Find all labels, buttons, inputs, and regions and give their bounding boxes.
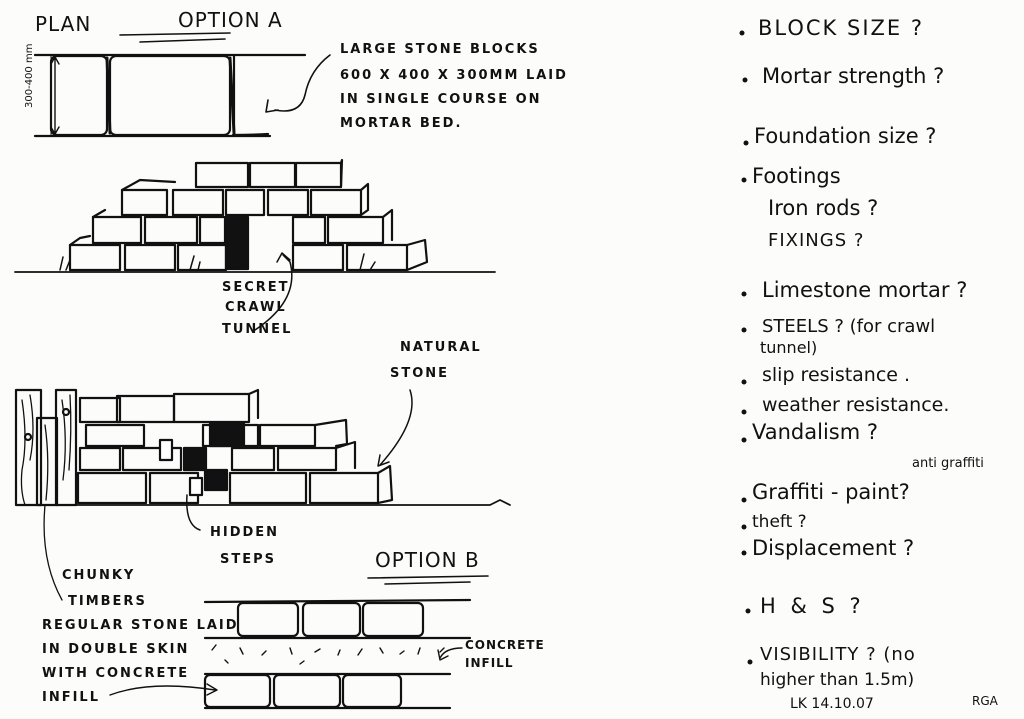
question-item: tunnel) bbox=[760, 338, 818, 357]
plan-label: PLAN bbox=[35, 12, 92, 36]
timber-posts bbox=[14, 388, 78, 507]
question-item: VISIBILITY ? (no bbox=[760, 644, 916, 665]
question-item: Iron rods ? bbox=[768, 196, 879, 220]
option-b-wall bbox=[75, 388, 511, 506]
option-b-title: OPTION B bbox=[375, 548, 480, 572]
timbers-label: TIMBERS bbox=[68, 594, 147, 609]
option-b-note-line: IN DOUBLE SKIN bbox=[42, 642, 190, 657]
plan-b-blocks bbox=[203, 598, 472, 710]
question-item: Mortar strength ? bbox=[762, 64, 945, 88]
bullets bbox=[739, 30, 753, 665]
question-item: Foundation size ? bbox=[754, 124, 937, 148]
initials-date: LK 14.10.07 bbox=[790, 696, 874, 712]
question-item: theft ? bbox=[752, 512, 807, 532]
grass-tufts bbox=[59, 253, 376, 271]
infill-label: INFILL bbox=[465, 656, 514, 670]
option-a-title: OPTION A bbox=[178, 8, 283, 32]
option-b-underline bbox=[367, 575, 489, 585]
question-note: anti graffiti bbox=[912, 456, 984, 471]
crawl-tunnel-opening bbox=[224, 215, 250, 271]
option-a-wall bbox=[14, 158, 496, 273]
natural-stone-label: STONE bbox=[390, 366, 450, 381]
tunnel-label: TUNNEL bbox=[222, 322, 293, 337]
question-item: FIXINGS ? bbox=[768, 230, 865, 251]
block-note-arrow bbox=[265, 54, 331, 113]
natural-stone-label: NATURAL bbox=[400, 340, 482, 355]
question-item: higher than 1.5m) bbox=[760, 670, 915, 690]
question-item: Graffiti - paint? bbox=[752, 480, 910, 504]
plan-a-blocks bbox=[33, 53, 307, 138]
question-item: H & S ? bbox=[760, 594, 865, 618]
timbers-label: CHUNKY bbox=[62, 568, 136, 583]
tunnel-label-arrow bbox=[254, 252, 293, 331]
block-note-line: MORTAR BED. bbox=[340, 116, 463, 131]
tunnel-label: SECRET bbox=[222, 280, 290, 295]
option-b-note-line: INFILL bbox=[42, 690, 101, 705]
timbers-arrow bbox=[43, 504, 63, 601]
dimension-arrow bbox=[50, 56, 60, 135]
block-note-line: LARGE STONE BLOCKS bbox=[340, 42, 540, 57]
option-b-note-arrow bbox=[109, 683, 218, 696]
option-b-note-line: REGULAR STONE LAID bbox=[42, 618, 239, 633]
natural-stone-arrow bbox=[377, 389, 413, 467]
hidden-steps-label: HIDDEN bbox=[210, 525, 280, 540]
tunnel-label: CRAWL bbox=[225, 300, 287, 315]
question-item: BLOCK SIZE ? bbox=[758, 16, 924, 40]
option-b-note-line: WITH CONCRETE bbox=[42, 666, 190, 681]
question-item: slip resistance . bbox=[762, 364, 911, 386]
concrete-infill-arrow bbox=[437, 647, 463, 661]
question-item: STEELS ? (for crawl bbox=[762, 316, 936, 337]
hidden-steps-label: STEPS bbox=[220, 552, 277, 567]
question-item: Footings bbox=[752, 164, 841, 188]
question-item: Limestone mortar ? bbox=[762, 278, 968, 302]
block-note-line: 600 x 400 x 300mm LAID bbox=[340, 68, 568, 83]
block-note-line: IN SINGLE COURSE ON bbox=[340, 92, 542, 107]
dimension-label: 300-400 mm bbox=[24, 43, 35, 108]
option-a-underline bbox=[119, 32, 231, 43]
infill-label: CONCRETE bbox=[465, 638, 545, 652]
question-item: weather resistance. bbox=[762, 394, 950, 416]
question-item: Vandalism ? bbox=[752, 420, 878, 444]
hidden-steps-arrow bbox=[186, 494, 201, 531]
question-item: Displacement ? bbox=[752, 536, 915, 560]
initials-rga: RGA bbox=[972, 694, 998, 708]
